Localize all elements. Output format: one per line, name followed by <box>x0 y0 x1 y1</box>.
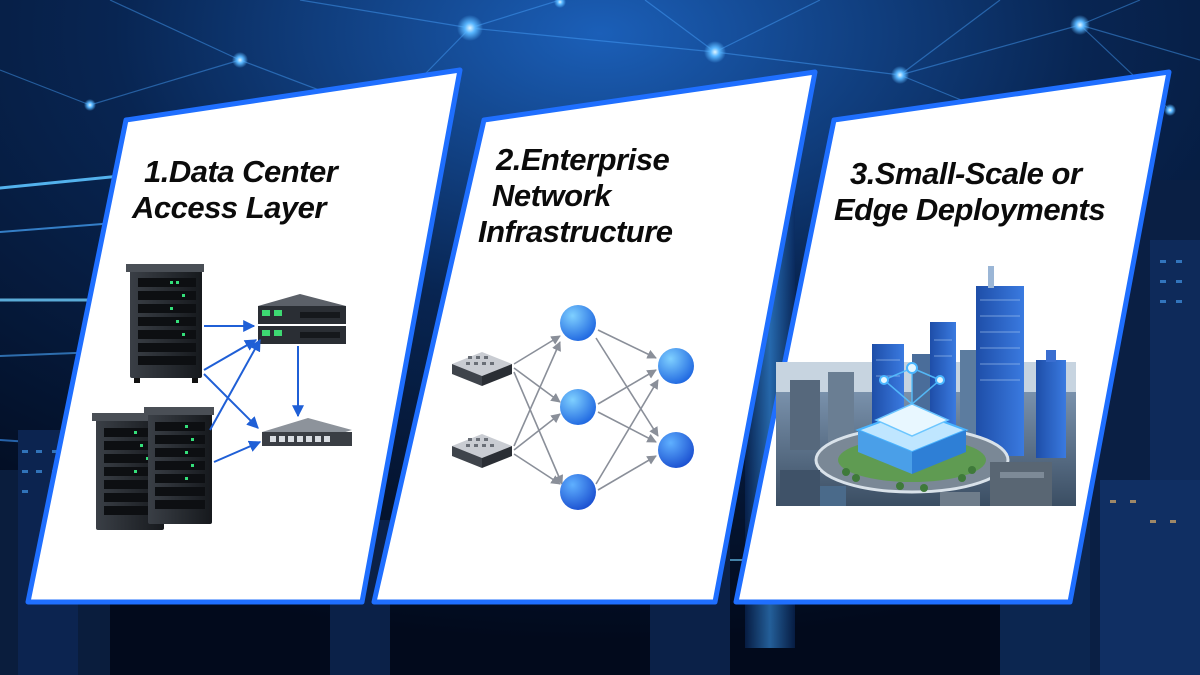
background-network-lines <box>0 0 1200 121</box>
title-line: Network <box>492 178 611 213</box>
panel-title-enterprise: 2.Enterprise Network Infrastructure <box>478 142 673 250</box>
network-switch-icon <box>452 434 512 468</box>
title-line: Access Layer <box>132 190 326 225</box>
title-line: 1.Data Center <box>144 154 338 189</box>
panel-enterprise <box>371 69 818 605</box>
edge-city-illustration <box>776 266 1076 506</box>
network-switch-icon <box>258 294 346 344</box>
panel-title-data-center: 1.Data Center Access Layer <box>132 154 338 226</box>
network-node-icon <box>560 305 694 510</box>
server-rack-icon <box>144 407 214 524</box>
panel-card <box>371 69 818 605</box>
connection-arrows <box>513 329 659 491</box>
access-switch-icon <box>262 418 352 446</box>
server-rack-icon <box>126 264 204 383</box>
network-switch-icon <box>452 352 512 386</box>
title-line: 2.Enterprise <box>496 142 670 177</box>
panel-title-edge: 3.Small-Scale or Edge Deployments <box>834 156 1106 228</box>
panel-edge <box>733 69 1172 605</box>
title-line: Infrastructure <box>478 214 673 249</box>
title-line: Edge Deployments <box>834 192 1106 227</box>
panel-data-center <box>25 67 463 605</box>
server-rack-icon <box>92 413 166 530</box>
title-line: 3.Small-Scale or <box>850 156 1082 191</box>
connection-arrows <box>203 320 304 463</box>
